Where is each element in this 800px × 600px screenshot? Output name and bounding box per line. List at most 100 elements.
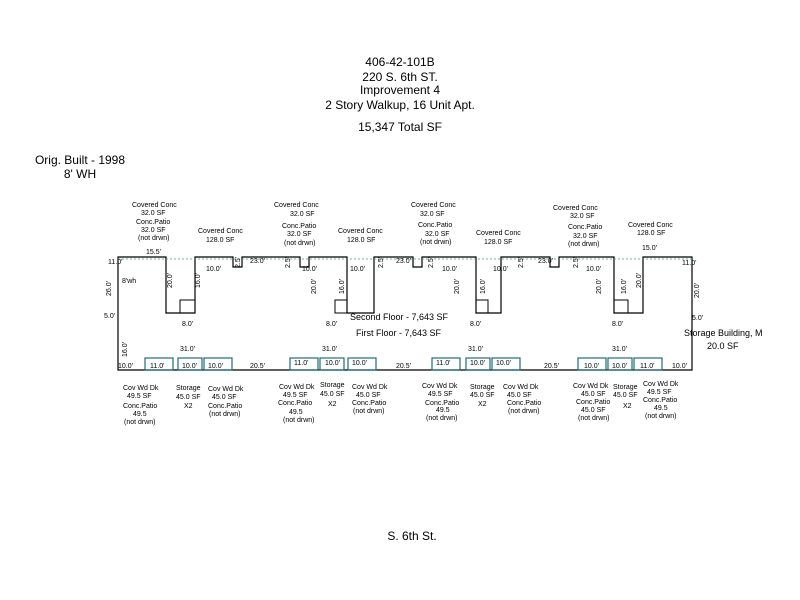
svg-text:20.0': 20.0' (694, 283, 701, 298)
svg-text:10.0': 10.0' (672, 363, 687, 370)
svg-text:(not drwn): (not drwn) (568, 241, 600, 248)
svg-text:Conc.Patio: Conc.Patio (123, 403, 157, 410)
bottom-labels-4: Cov Wd Dk 45.0 SF Conc.Patio 45.0 SF (no… (573, 381, 679, 422)
svg-text:32.0 SF: 32.0 SF (141, 227, 166, 234)
svg-text:Cov Wd Dk: Cov Wd Dk (422, 383, 458, 390)
second-floor-label: Second Floor - 7,643 SF (350, 312, 449, 322)
svg-text:(not drwn): (not drwn) (124, 419, 156, 426)
svg-text:45.0 SF: 45.0 SF (581, 391, 606, 398)
svg-text:Covered Conc: Covered Conc (411, 202, 456, 209)
svg-text:10.0': 10.0' (325, 360, 340, 367)
svg-text:45.0 SF: 45.0 SF (470, 392, 495, 399)
svg-text:2.5': 2.5' (518, 257, 525, 268)
svg-text:10.0': 10.0' (496, 360, 511, 367)
svg-text:Conc.Patio: Conc.Patio (352, 400, 386, 407)
svg-text:10.0': 10.0' (442, 266, 457, 273)
parcel-id: 406-42-101B (365, 55, 435, 69)
svg-text:45.0 SF: 45.0 SF (212, 394, 237, 401)
svg-text:16.0': 16.0' (480, 279, 487, 294)
svg-text:8.0': 8.0' (326, 321, 337, 328)
improvement: Improvement 4 (359, 83, 441, 97)
svg-text:Conc.Patio: Conc.Patio (425, 400, 459, 407)
svg-text:20.5': 20.5' (250, 363, 265, 370)
svg-text:Storage: Storage (470, 384, 495, 391)
svg-text:5.0': 5.0' (104, 313, 115, 320)
notch-3 (475, 299, 489, 314)
svg-text:32.0 SF: 32.0 SF (141, 210, 166, 217)
svg-text:128.0 SF: 128.0 SF (206, 237, 234, 244)
svg-text:26.0': 26.0' (106, 281, 113, 296)
bottom-decks (144, 357, 663, 371)
svg-text:Cov Wd Dk: Cov Wd Dk (279, 384, 315, 391)
svg-text:2.5': 2.5' (428, 257, 435, 268)
svg-text:10.0': 10.0' (350, 266, 365, 273)
svg-text:10.0': 10.0' (584, 363, 599, 370)
mid-patios: Covered Conc 128.0 SF Covered Conc 128.0… (198, 222, 673, 246)
svg-text:2.5': 2.5' (378, 257, 385, 268)
address: 220 S. 6th ST. (362, 70, 438, 84)
svg-text:128.0 SF: 128.0 SF (347, 237, 375, 244)
svg-text:(not drwn): (not drwn) (353, 408, 385, 415)
svg-text:128.0 SF: 128.0 SF (637, 230, 665, 237)
svg-text:32.0 SF: 32.0 SF (420, 211, 445, 218)
svg-text:16.0': 16.0' (339, 279, 346, 294)
storage-building-name: Storage Building, M (684, 328, 763, 338)
svg-text:X2: X2 (328, 401, 337, 408)
svg-text:20.0': 20.0' (636, 273, 643, 288)
svg-text:10.0': 10.0' (612, 363, 627, 370)
svg-text:11.0': 11.0' (108, 259, 122, 266)
svg-text:2.5': 2.5' (573, 257, 580, 268)
svg-text:10.0': 10.0' (352, 360, 367, 367)
notch-4 (613, 299, 629, 314)
svg-text:Conc.Patio: Conc.Patio (418, 222, 452, 229)
svg-text:11.0': 11.0' (682, 260, 696, 267)
top-unit-1: Covered Conc 32.0 SF Conc.Patio 32.0 SF … (132, 202, 177, 242)
svg-text:11.0': 11.0' (436, 360, 450, 367)
svg-text:(not drwn): (not drwn) (508, 408, 540, 415)
svg-text:20.0': 20.0' (167, 273, 174, 288)
top-unit-3: Covered Conc 32.0 SF Conc.Patio 32.0 SF … (411, 202, 456, 246)
svg-text:X2: X2 (184, 403, 193, 410)
svg-text:Cov Wd Dk: Cov Wd Dk (573, 383, 609, 390)
svg-text:Covered Conc: Covered Conc (338, 228, 383, 235)
svg-text:Conc.Patio: Conc.Patio (507, 400, 541, 407)
svg-text:8.0': 8.0' (470, 321, 481, 328)
top-unit-2: Covered Conc 32.0 SF Conc.Patio 32.0 SF … (274, 202, 319, 247)
svg-text:2.5': 2.5' (285, 257, 292, 268)
svg-text:20.0': 20.0' (311, 279, 318, 294)
svg-text:49.5: 49.5 (436, 407, 450, 414)
svg-text:X2: X2 (623, 403, 632, 410)
svg-text:45.0 SF: 45.0 SF (320, 391, 345, 398)
svg-text:23.0': 23.0' (538, 258, 553, 265)
svg-text:31.0': 31.0' (180, 346, 195, 353)
top-unit-4: Covered Conc 32.0 SF Conc.Patio 32.0 SF … (553, 205, 602, 248)
svg-text:32.0 SF: 32.0 SF (570, 213, 595, 220)
svg-text:49.5 SF: 49.5 SF (428, 391, 453, 398)
svg-text:31.0': 31.0' (322, 346, 337, 353)
svg-text:10.0': 10.0' (586, 266, 601, 273)
svg-text:Covered Conc: Covered Conc (553, 205, 598, 212)
svg-text:Storage: Storage (320, 382, 345, 389)
svg-text:Cov Wd Dk: Cov Wd Dk (352, 384, 388, 391)
svg-text:10.0': 10.0' (206, 266, 221, 273)
svg-text:Cov Wd Dk: Cov Wd Dk (208, 386, 244, 393)
notch-1 (179, 299, 196, 314)
svg-text:Cov Wd Dk: Cov Wd Dk (123, 385, 159, 392)
bottom-labels-2: Cov Wd Dk 49.5 SF Conc.Patio 49.5 (not d… (278, 382, 388, 424)
svg-text:Conc.Patio: Conc.Patio (282, 223, 316, 230)
vertical-dimension-labels: 26.0' 20.0' 16.0' 2.5' 2.5' 20.0' 16.0' … (106, 257, 701, 357)
svg-text:10.0': 10.0' (118, 363, 133, 370)
svg-text:Covered Conc: Covered Conc (628, 222, 673, 229)
building-description: 2 Story Walkup, 16 Unit Apt. (325, 98, 475, 112)
svg-text:20.5': 20.5' (544, 363, 559, 370)
svg-text:20.0': 20.0' (454, 279, 461, 294)
svg-text:Conc.Patio: Conc.Patio (568, 224, 602, 231)
svg-text:23.0': 23.0' (250, 258, 265, 265)
svg-text:8.0': 8.0' (182, 321, 193, 328)
svg-text:45.0 SF: 45.0 SF (581, 407, 606, 414)
svg-text:Storage: Storage (613, 384, 638, 391)
svg-text:16.0': 16.0' (122, 342, 129, 357)
street-name: S. 6th St. (387, 529, 437, 543)
storage-building-area: 20.0 SF (707, 341, 739, 351)
notch-2 (334, 299, 348, 314)
